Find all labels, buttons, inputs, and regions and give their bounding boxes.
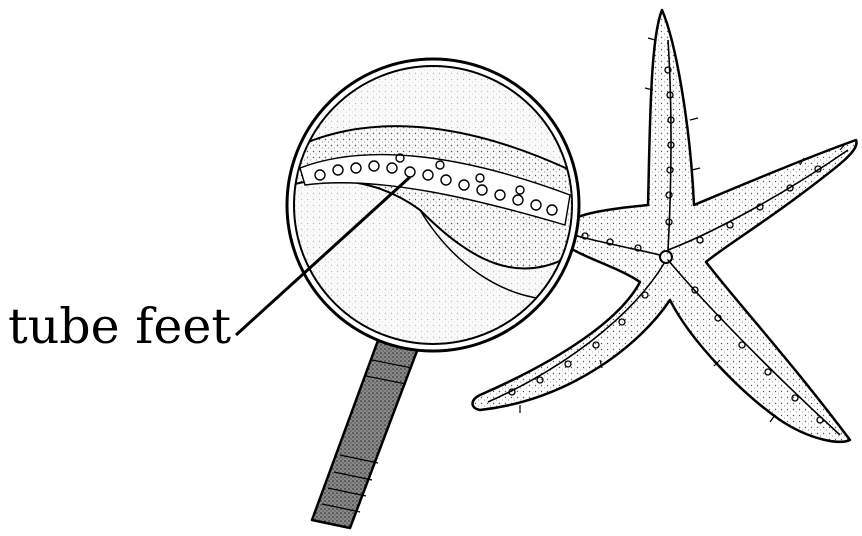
magnifying-glass-icon — [236, 59, 580, 528]
magnifier-handle — [312, 335, 420, 528]
tube-feet-label: tube feet — [8, 302, 231, 351]
